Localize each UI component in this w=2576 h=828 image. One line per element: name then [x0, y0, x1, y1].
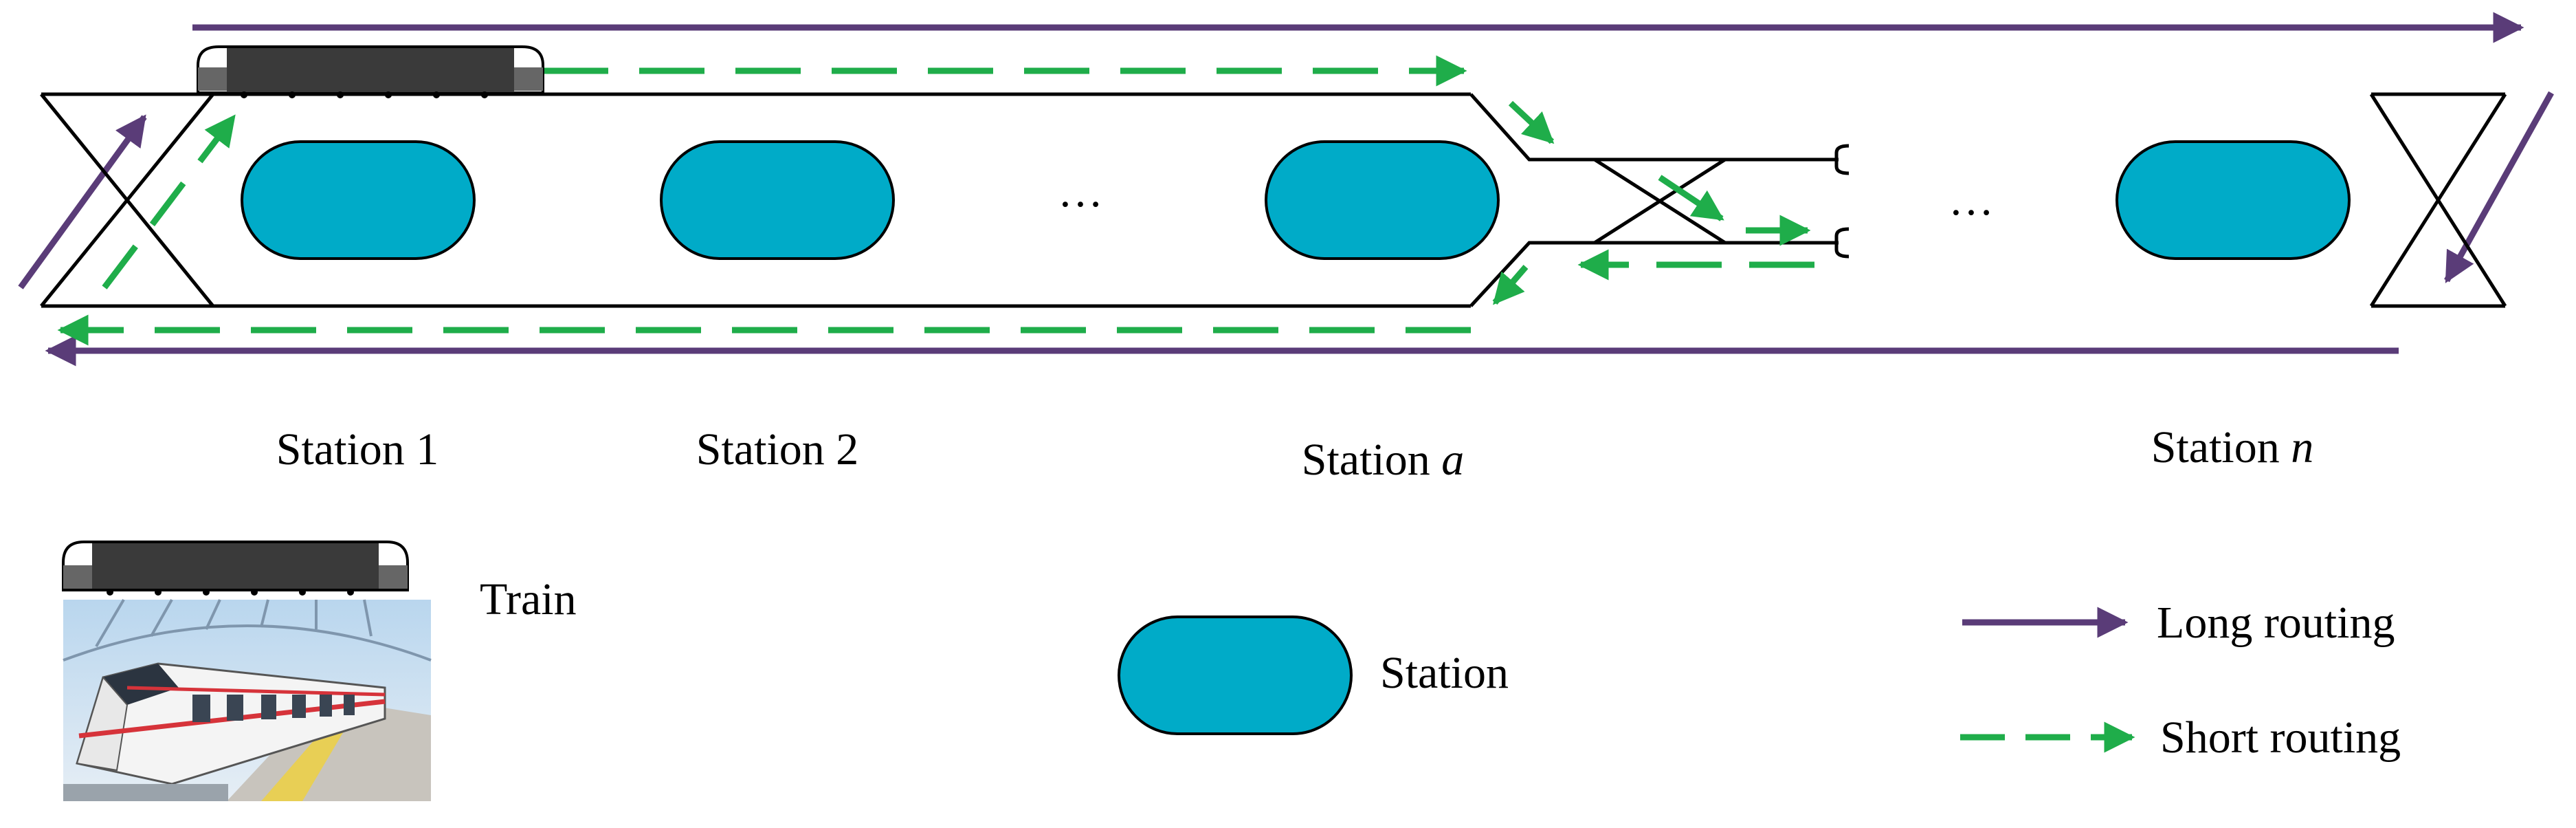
legend-station-shape: [1118, 615, 1353, 735]
station-shapes: [241, 140, 2351, 260]
station-1-shape: [241, 140, 476, 260]
train-icon: [197, 45, 544, 98]
metro-train-photo: [63, 598, 432, 801]
station-n-label: Station n: [2151, 422, 2314, 472]
legend-train-icon: [62, 541, 409, 596]
ellipsis-1: …: [1058, 166, 1103, 217]
short-routing-arrows: [57, 55, 1814, 346]
long-routing-right-turnback-arrow: [2444, 91, 2554, 283]
short-routing-cross-arrow: [1658, 175, 1724, 221]
station-2-shape: [660, 140, 895, 260]
legend-train-label: Train: [480, 574, 577, 624]
legend-short-routing-label: Short routing: [2160, 712, 2401, 763]
station-a-label: Station a: [1302, 435, 1465, 485]
station-a-shape: [1265, 140, 1500, 260]
long-routing-left-turnback-arrow: [18, 114, 147, 290]
legend-long-routing-label: Long routing: [2157, 598, 2395, 648]
station-2-label: Station 2: [696, 424, 859, 475]
track-lines: [40, 92, 2507, 308]
station-n-shape: [2116, 140, 2351, 260]
short-routing-left-turnback-arrow: [102, 114, 236, 290]
long-routing-arrows: [18, 12, 2554, 367]
legend-station-label: Station: [1380, 648, 1509, 698]
short-routing-merge-arrow: [1492, 265, 1529, 305]
short-routing-down-diverge-arrow: [1508, 100, 1555, 144]
ellipsis-2: …: [1948, 175, 1994, 225]
station-1-label: Station 1: [276, 424, 439, 475]
